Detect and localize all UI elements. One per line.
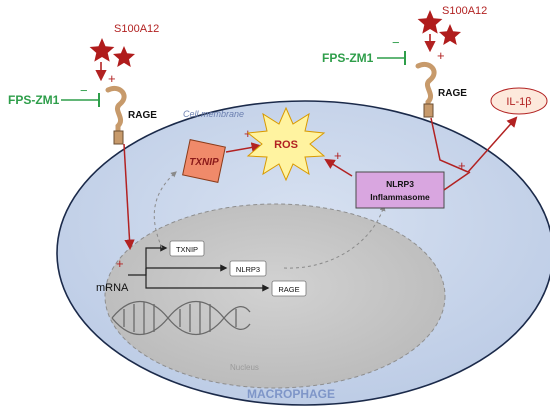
ros-label: ROS [274, 139, 298, 151]
transcription-plus: + [116, 256, 124, 271]
il1b-molecule: IL-1β [490, 87, 548, 115]
gene-txnip-label: TXNIP [176, 245, 198, 254]
txnip-protein-label: TXNIP [189, 157, 219, 168]
nlrp3-line1: NLRP3 [386, 179, 414, 189]
nlrp3-ros-plus: + [334, 148, 342, 163]
il1b-plus: + [458, 158, 466, 173]
macrophage-label: MACROPHAGE [247, 387, 335, 401]
rage-to-nucleus-arrow [123, 143, 135, 251]
il1b-release-arrow [467, 116, 518, 173]
gene-branch-line [128, 244, 168, 276]
left-ligand-plus: + [108, 71, 116, 86]
nlrp3-to-ros-arrow [324, 158, 353, 177]
right-s100a12-ligand [417, 10, 461, 45]
nucleus-label: Nucleus [230, 363, 259, 372]
star-icon [417, 10, 443, 34]
txnip-export-arrow [153, 171, 177, 249]
left-s100a12-label: S100A12 [114, 23, 159, 35]
right-fps-zm1-label: FPS-ZM1 [322, 51, 374, 65]
star-icon [439, 24, 461, 45]
ros-burst: ROS [246, 106, 326, 182]
left-fps-zm1-label: FPS-ZM1 [8, 93, 60, 107]
star-icon [113, 46, 135, 67]
nlrp3-to-il1b-line [443, 171, 471, 191]
gene-nlrp3-label: NLRP3 [236, 265, 260, 274]
left-inhibitor-minus: − [80, 83, 88, 98]
cell-membrane-label: Cell membrane [183, 109, 244, 119]
nlrp3-inflammasome-box: NLRP3 Inflammasome [355, 171, 445, 209]
right-ligand-plus: + [437, 48, 445, 63]
txnip-to-ros-arrow [225, 142, 263, 153]
nlrp3-line2: Inflammasome [370, 192, 430, 202]
rage-to-il1b-path [430, 117, 469, 173]
gene-box-txnip: TXNIP [169, 240, 205, 257]
txnip-ros-plus: + [244, 126, 252, 141]
left-rage-label: RAGE [128, 110, 157, 121]
left-rage-receptor-icon [105, 86, 127, 141]
gene-box-nlrp3: NLRP3 [229, 260, 267, 277]
gene-rage-label: RAGE [278, 285, 299, 294]
txnip-protein: TXNIP [182, 139, 226, 183]
star-icon [89, 38, 115, 62]
right-rage-stem-icon [423, 103, 434, 118]
mrna-label: mRNA [96, 282, 129, 294]
right-s100a12-label: S100A12 [442, 5, 487, 17]
left-rage-stem-icon [113, 130, 124, 145]
dna-helix-icon [111, 301, 251, 335]
right-rage-receptor-icon [415, 62, 437, 113]
gene-branch-line [145, 268, 270, 292]
gene-box-rage: RAGE [271, 280, 307, 297]
right-inhibitor-minus: − [392, 35, 400, 50]
left-s100a12-ligand [89, 38, 135, 67]
right-rage-label: RAGE [438, 88, 467, 99]
il1b-label: IL-1β [506, 96, 531, 108]
